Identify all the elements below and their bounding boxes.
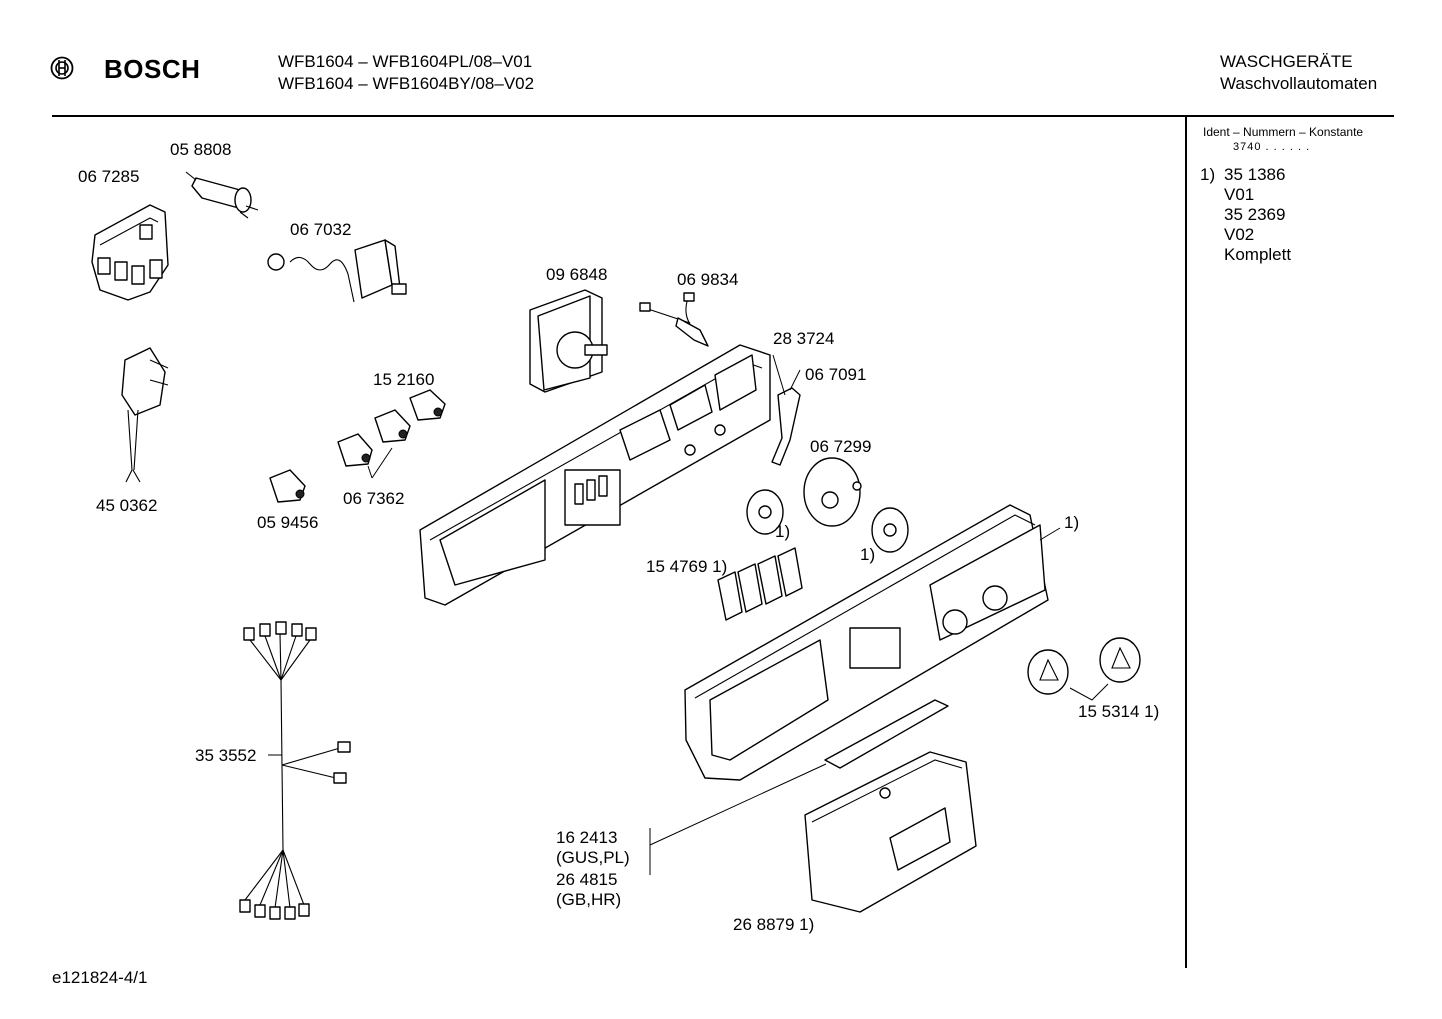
leader-283724: [772, 354, 786, 396]
part-label: 15 2160: [373, 370, 435, 389]
part-label: 05 8808: [170, 140, 232, 159]
part-label: 06 7091: [805, 365, 867, 384]
part-label: 26 4815: [556, 870, 618, 889]
part-label: 09 6848: [546, 265, 608, 284]
part-thermostat-067032: [267, 239, 407, 303]
part-knob-adapter-right: [871, 507, 909, 553]
part-label: 06 7285: [78, 167, 140, 186]
part-label: 15 5314 1): [1078, 702, 1160, 721]
leader-067091: [789, 369, 801, 391]
note-line: Komplett: [1224, 245, 1292, 264]
part-drawer-268879: [804, 751, 977, 913]
note-line: 35 1386: [1224, 165, 1286, 184]
category-line-1: WASCHGERÄTE: [1220, 52, 1353, 71]
part-bracket-067285: [91, 204, 169, 301]
note-line: V02: [1224, 225, 1255, 244]
part-label: 06 7362: [343, 489, 405, 508]
category-line-2: Waschvollautomaten: [1220, 74, 1378, 93]
part-label: 06 7032: [290, 220, 352, 239]
note-marker: 1): [1200, 165, 1216, 184]
model-line-2: WFB1604 – WFB1604BY/08–V02: [278, 74, 535, 93]
part-label: 1): [860, 545, 876, 564]
part-knobs-155314: [1027, 637, 1141, 695]
part-capacitor-058808: [185, 171, 259, 219]
part-label: 1): [775, 522, 791, 541]
model-line-1: WFB1604 – WFB1604PL/08–V01: [278, 52, 533, 71]
leader-067362-a: [371, 447, 393, 479]
part-wiring-harness-353552: [239, 621, 351, 920]
note-line: 35 2369: [1224, 205, 1286, 224]
header-divider: [52, 115, 1394, 117]
part-label: 06 9834: [677, 270, 739, 289]
part-knob-adapter-left: [746, 489, 784, 535]
part-label: (GUS,PL): [556, 848, 630, 867]
document-id: e121824-4/1: [52, 968, 148, 987]
part-sensor-069834: [639, 292, 709, 347]
leader-panel: [1039, 527, 1061, 541]
part-strip-162413: [824, 699, 949, 769]
part-timer-096848: [529, 289, 608, 393]
part-label: 35 3552: [195, 746, 257, 765]
part-front-panel: [684, 504, 1049, 781]
part-label: 05 9456: [257, 513, 319, 532]
part-mains-plug-450362: [121, 347, 169, 483]
part-label: (GB,HR): [556, 890, 622, 909]
ident-title: Ident – Nummern – Konstante: [1203, 125, 1364, 139]
brand-name: BOSCH: [104, 54, 201, 84]
leader-162413: [649, 763, 827, 846]
part-control-frame-283724: [419, 344, 771, 606]
note-line: V01: [1224, 185, 1255, 204]
part-label: 28 3724: [773, 329, 835, 348]
part-label: 06 7299: [810, 437, 872, 456]
bosch-armature-icon: [50, 56, 74, 80]
leader-067362-b: [367, 465, 373, 479]
part-label: 1): [1064, 513, 1080, 532]
leader-155314: [1069, 683, 1109, 701]
part-knob-base-067299: [803, 457, 862, 527]
ident-code: 3740 . . . . . .: [1233, 141, 1311, 153]
part-label: 15 4769 1): [646, 557, 728, 576]
part-switches-067362: [269, 389, 446, 503]
part-label: 26 8879 1): [733, 915, 815, 934]
part-buttons-154769: [717, 547, 803, 621]
part-label: 45 0362: [96, 496, 158, 515]
sidebar-divider: [1185, 116, 1187, 968]
part-clip-067091: [771, 387, 801, 466]
part-label: 16 2413: [556, 828, 618, 847]
